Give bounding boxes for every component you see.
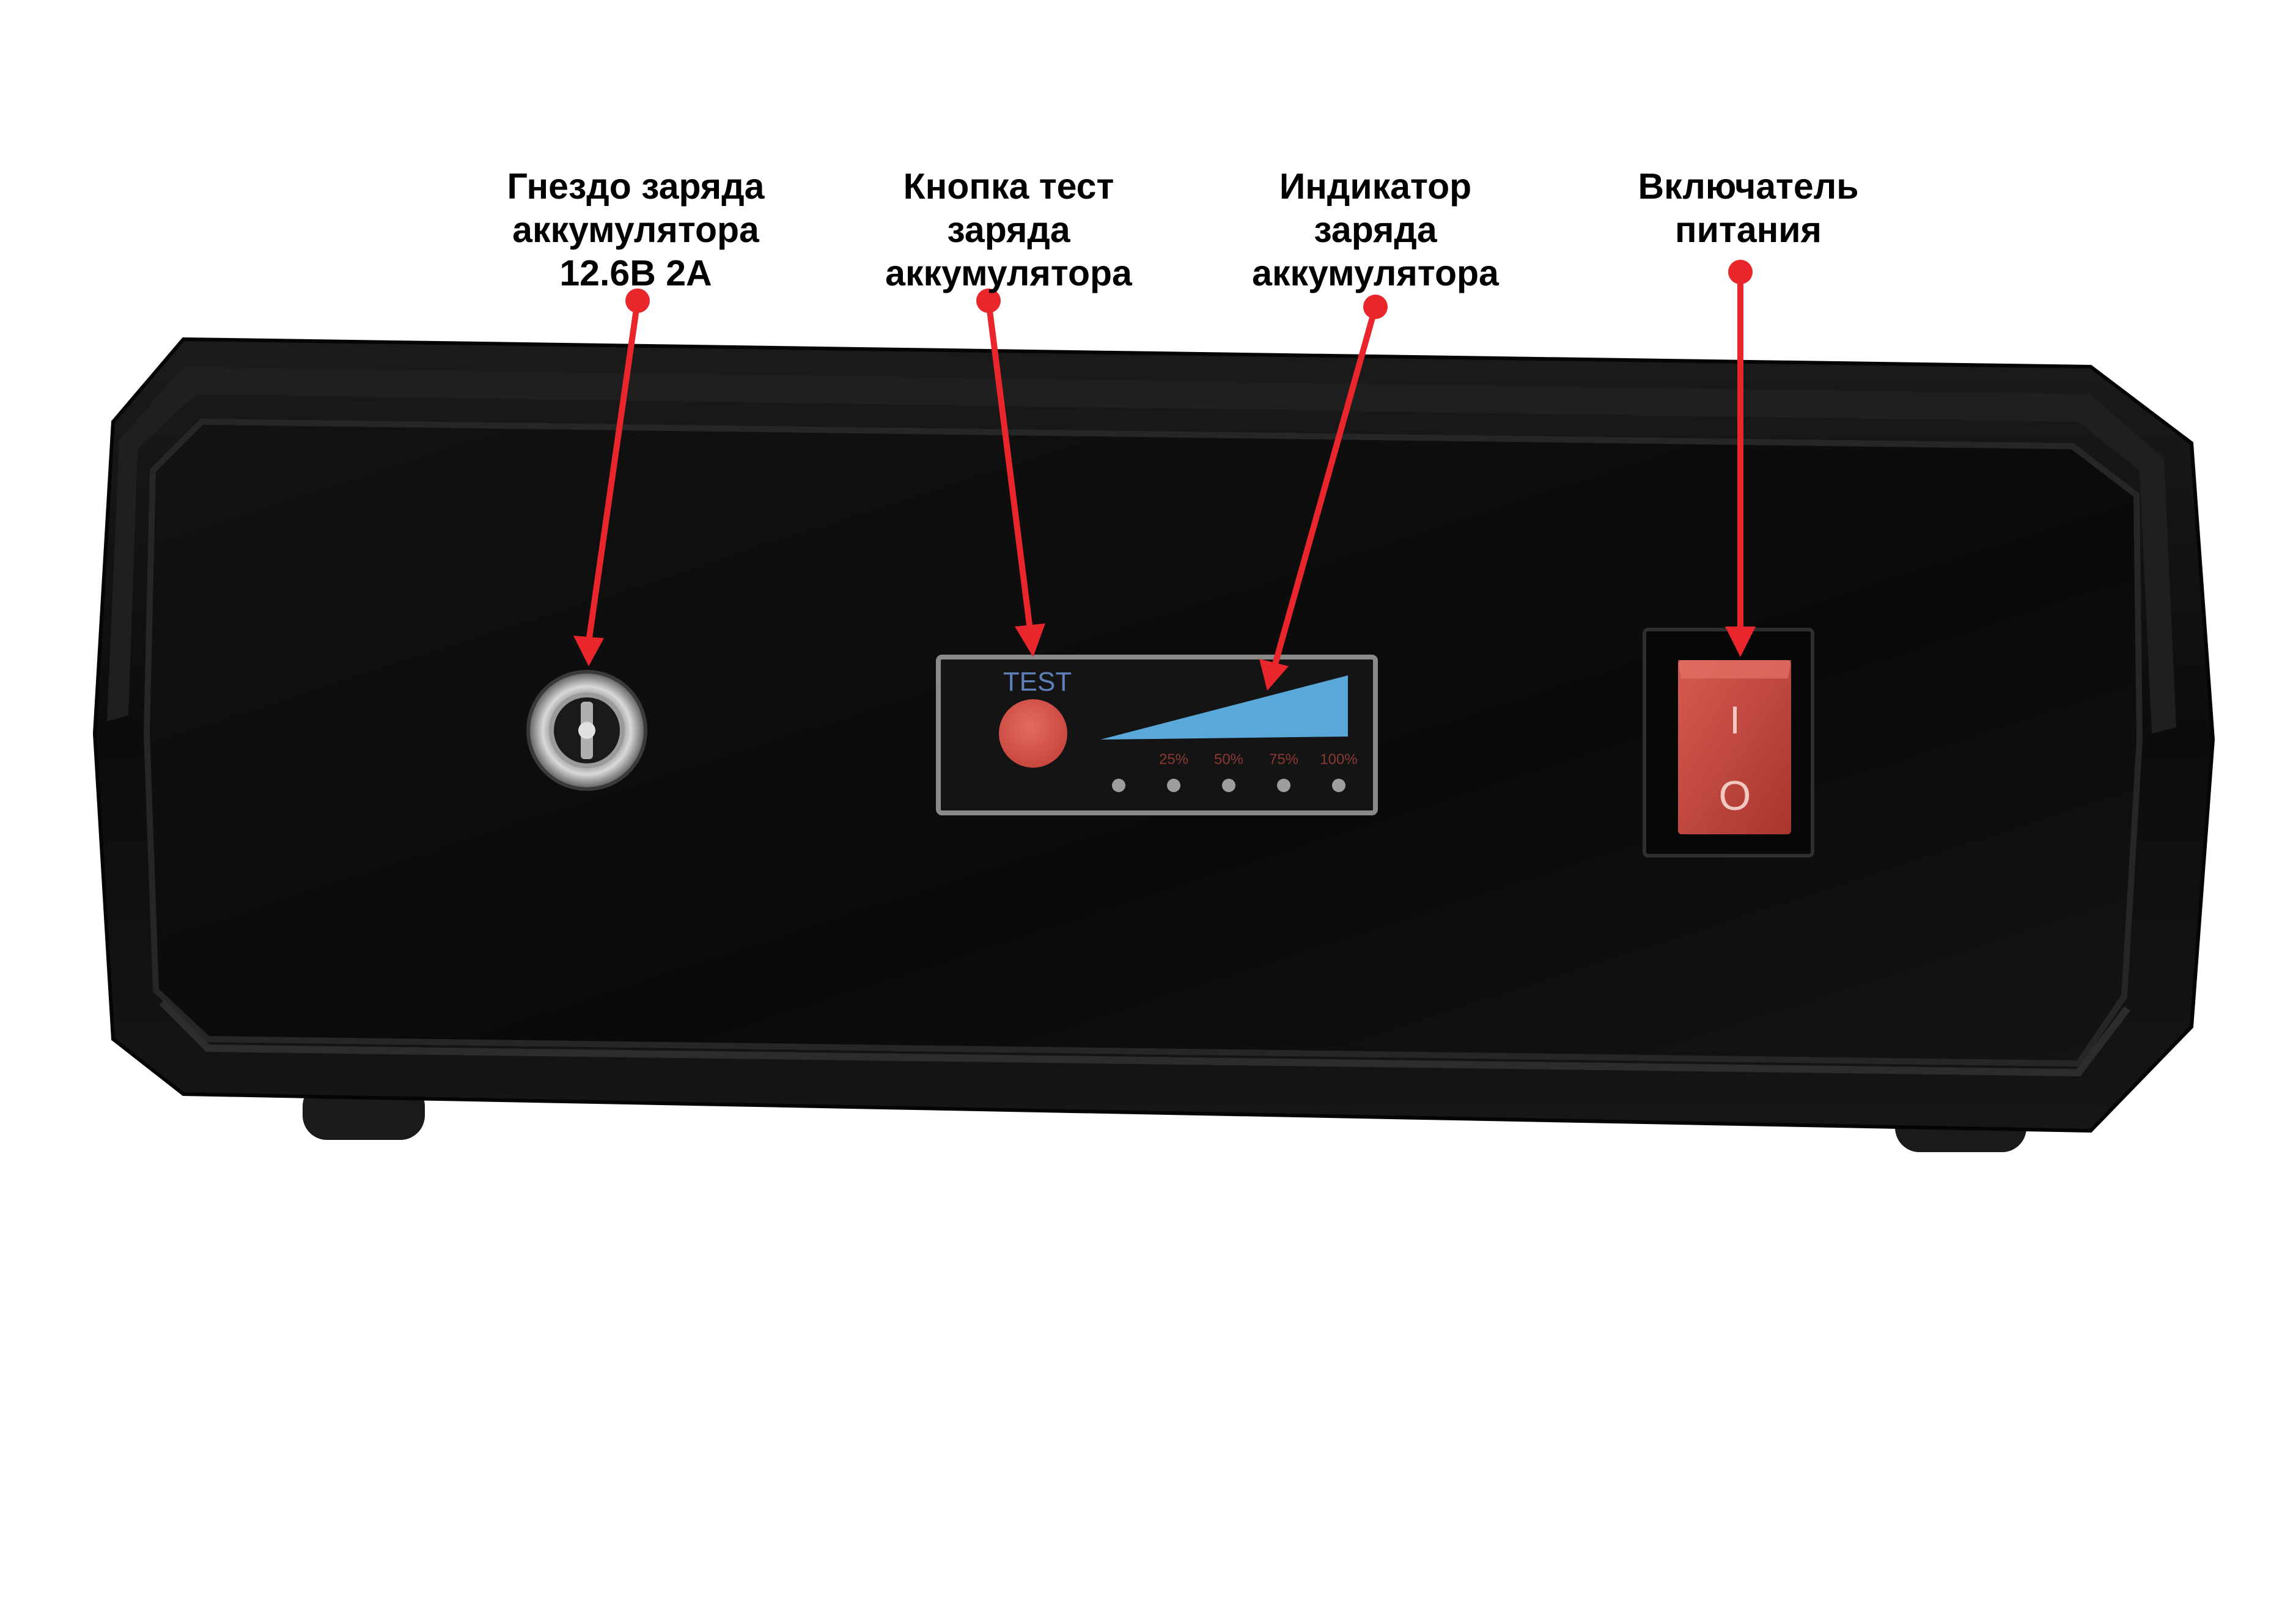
- led-5: [1332, 779, 1345, 792]
- charge-level-bar: [1100, 675, 1348, 740]
- switch-off-mark: O: [1719, 773, 1751, 819]
- callout-power-switch-line2: питания: [1675, 210, 1822, 250]
- callout-charge-indicator-line3: аккумулятора: [1252, 253, 1499, 293]
- level-labels: 25% 50% 75% 100%: [1159, 751, 1358, 768]
- callout-charge-socket-line1: Гнездо заряда: [507, 166, 765, 207]
- level-label-50: 50%: [1214, 751, 1243, 768]
- arrow-test-button: [976, 288, 1045, 657]
- arrow-charge-indicator: [1259, 295, 1388, 691]
- housing-lower-rim: [159, 999, 2130, 1077]
- led-4: [1277, 779, 1290, 792]
- callout-power-switch-line1: Включатель: [1638, 166, 1859, 207]
- test-label: TEST: [1003, 667, 1072, 697]
- test-button[interactable]: [999, 699, 1067, 768]
- led-2: [1167, 779, 1180, 792]
- switch-on-mark: I: [1729, 698, 1740, 742]
- battery-indicator-panel: [936, 655, 1378, 815]
- callout-test-button-line3: аккумулятора: [885, 253, 1132, 293]
- callout-charge-socket-line2: аккумулятора: [512, 210, 759, 250]
- housing-upper-rim: [107, 367, 2176, 733]
- callout-test-button: Кнопка тест заряда аккумулятора: [850, 165, 1168, 295]
- callout-charge-socket: Гнездо заряда аккумулятора 12.6В 2А: [477, 165, 795, 295]
- callout-arrows: [573, 260, 1756, 691]
- callout-test-button-line2: заряда: [947, 210, 1070, 250]
- led-3: [1222, 779, 1235, 792]
- arrow-power-switch: [1725, 260, 1756, 657]
- callout-test-button-line1: Кнопка тест: [903, 166, 1114, 207]
- callout-charge-socket-line3: 12.6В 2А: [559, 253, 712, 293]
- charge-socket[interactable]: [526, 670, 647, 791]
- led-1: [1112, 779, 1125, 792]
- level-label-100: 100%: [1320, 751, 1357, 768]
- callout-charge-indicator: Индикатор заряда аккумулятора: [1216, 165, 1534, 295]
- switch-rocker[interactable]: [1678, 660, 1791, 834]
- callout-charge-indicator-line1: Индикатор: [1279, 166, 1472, 207]
- level-label-25: 25%: [1159, 751, 1188, 768]
- callout-charge-indicator-line2: заряда: [1314, 210, 1437, 250]
- level-label-75: 75%: [1269, 751, 1298, 768]
- power-switch[interactable]: [1643, 628, 1814, 858]
- arrow-charge-socket: [573, 288, 650, 666]
- callout-power-switch: Включатель питания: [1589, 165, 1907, 252]
- charge-leds: [1112, 779, 1345, 792]
